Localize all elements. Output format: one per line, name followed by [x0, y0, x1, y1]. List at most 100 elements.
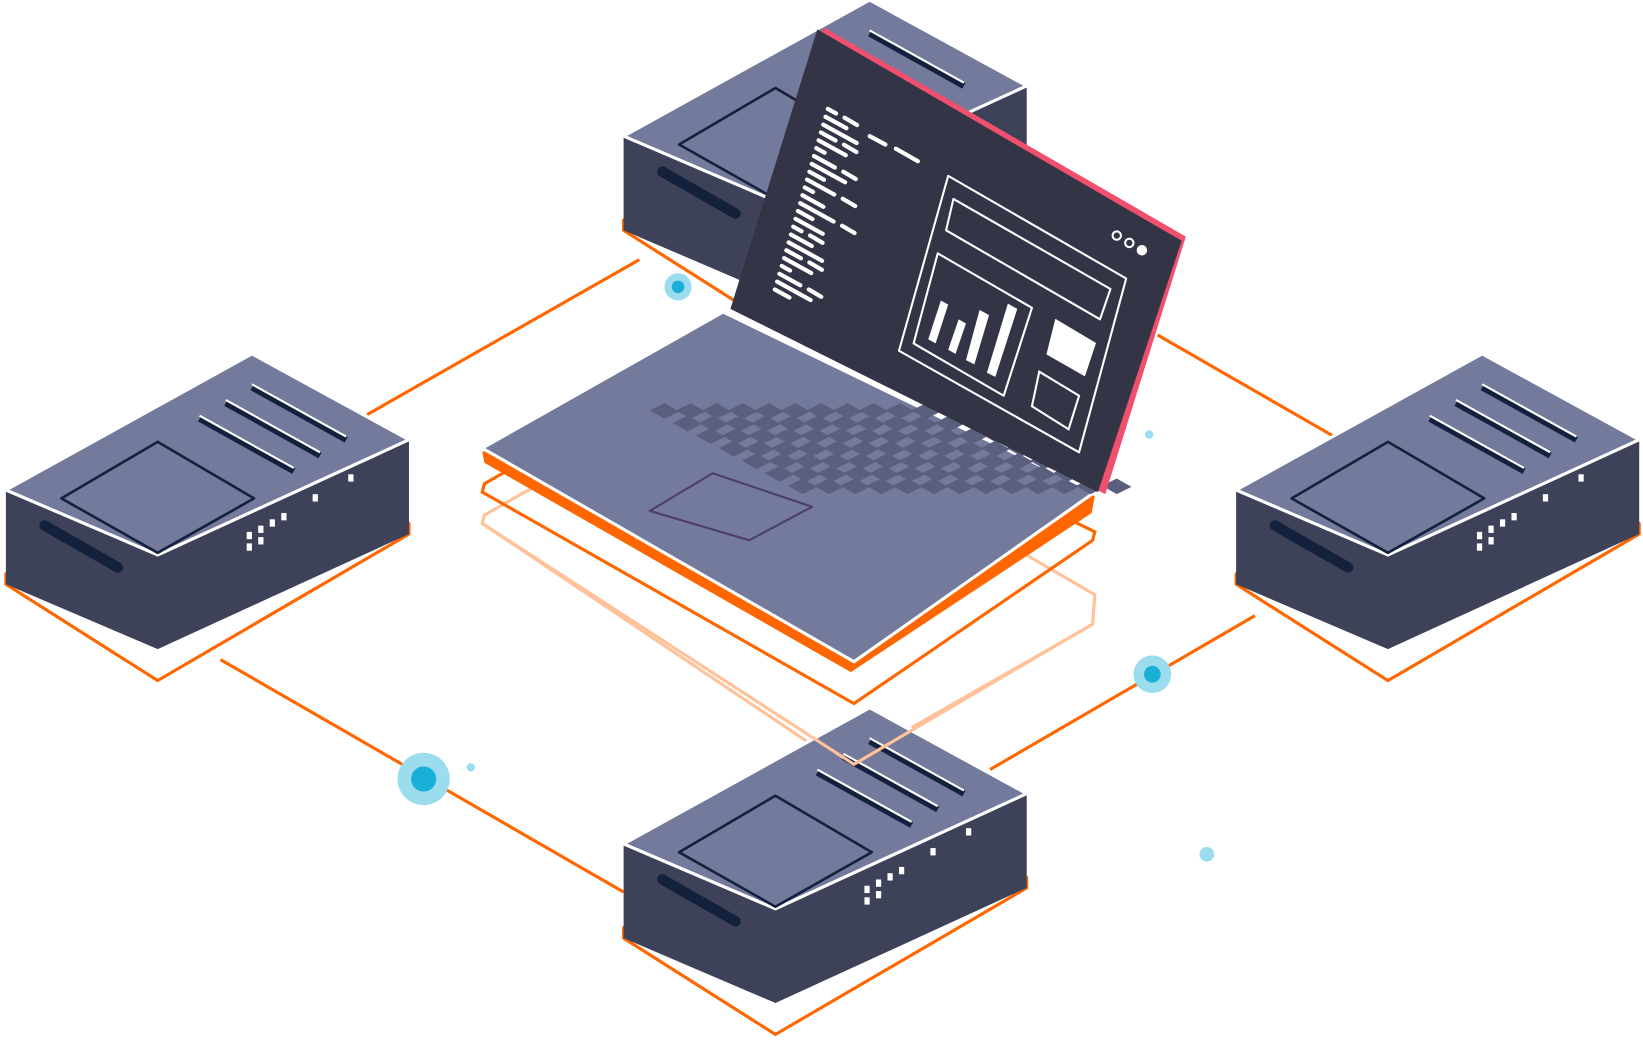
server-led: [281, 513, 287, 521]
code-line: [791, 224, 804, 234]
server-vent: [1428, 416, 1526, 474]
keyboard-key: [787, 478, 818, 495]
code-line: [814, 146, 827, 155]
server-vent: [841, 754, 940, 813]
keyboard-key: [728, 403, 758, 419]
server-vent: [224, 400, 322, 459]
keyboard-key: [725, 415, 755, 432]
keyboard-key: [922, 465, 952, 482]
node-dot-icon: [1199, 847, 1215, 862]
server-drive-slot: [1269, 520, 1354, 573]
server-led: [1578, 474, 1584, 482]
code-line: [840, 196, 858, 209]
code-line: [788, 232, 814, 249]
keyboard-key: [954, 440, 984, 457]
server-vent: [815, 769, 914, 828]
server-led: [930, 848, 936, 856]
server-led: [258, 537, 264, 545]
keyboard-key: [866, 478, 896, 495]
keyboard-key: [898, 453, 929, 470]
server-vent-highlight: [1455, 399, 1551, 454]
keyboard-key: [774, 428, 804, 444]
link-top-right: [1156, 333, 1334, 437]
code-line: [839, 223, 857, 236]
server-vent: [868, 738, 966, 797]
keyboard-key: [948, 465, 978, 482]
server-vent-highlight: [225, 399, 321, 454]
code-line: [800, 193, 826, 209]
keyboard-key: [826, 428, 857, 444]
code-line: [867, 134, 888, 147]
server-led: [1511, 513, 1517, 521]
code-line: [807, 233, 825, 245]
server-left: [4, 352, 411, 683]
server-drive-slot: [657, 166, 741, 219]
server-led: [348, 474, 354, 482]
keyboard-key: [699, 415, 729, 432]
keyboard-key: [797, 440, 827, 457]
keyboard-key: [718, 440, 749, 457]
link-bottom-right: [989, 614, 1256, 771]
server-led: [269, 519, 275, 527]
keyboard-key: [905, 428, 935, 444]
keyboard-key: [856, 415, 886, 432]
server-top-face: [622, 706, 1029, 911]
keyboard-key: [852, 428, 883, 444]
code-line: [811, 153, 837, 170]
keyboard-key: [1026, 465, 1057, 482]
keyboard-key: [741, 453, 772, 470]
code-line: [775, 279, 813, 303]
server-led: [246, 531, 252, 540]
server-led: [875, 890, 882, 899]
keyboard-key: [791, 465, 821, 482]
keyboard-key: [675, 403, 706, 419]
server-led: [887, 873, 893, 881]
server-vent-highlight: [816, 768, 913, 823]
server-vent-highlight: [199, 414, 295, 469]
server-led: [312, 494, 318, 502]
keyboard-key: [931, 428, 961, 444]
code-line: [795, 208, 815, 222]
code-line: [781, 255, 814, 276]
server-vent-highlight: [869, 29, 965, 84]
code-line: [893, 146, 920, 164]
keyboard-key: [672, 415, 703, 432]
keyboard-key: [794, 453, 824, 470]
keyboard-key: [833, 403, 863, 419]
code-line: [841, 169, 858, 182]
server-vent: [1480, 384, 1578, 443]
keyboard-key: [764, 465, 795, 482]
node-dot-icon: [411, 766, 437, 792]
code-line: [816, 138, 848, 158]
server-led: [965, 828, 972, 836]
keyboard-key: [722, 428, 752, 444]
code-line: [818, 130, 838, 143]
keyboard-key: [1102, 478, 1132, 495]
server-panel: [677, 794, 874, 909]
keyboard-key: [840, 478, 870, 495]
keyboard-key: [814, 478, 844, 495]
keyboard-key: [911, 403, 941, 419]
server-led: [246, 543, 252, 551]
node-dot-icon: [466, 763, 475, 772]
keyboard-key: [754, 403, 784, 419]
server-vent-highlight: [251, 383, 347, 438]
keyboard-key: [800, 428, 830, 444]
keyboard-key: [846, 453, 876, 470]
keyboard-key: [1003, 453, 1033, 470]
keyboard-key: [895, 465, 926, 482]
server-led: [864, 897, 870, 905]
keyboard-key: [908, 415, 938, 432]
server-led: [1476, 543, 1483, 551]
code-line: [804, 177, 837, 197]
keyboard-key: [803, 415, 834, 432]
code-line: [841, 142, 859, 155]
code-line: [807, 260, 825, 272]
server-vent-highlight: [1429, 414, 1525, 469]
keyboard-key: [875, 440, 906, 457]
server-led: [864, 885, 870, 894]
code-line: [777, 271, 803, 288]
server-led: [1488, 525, 1494, 533]
node-dot-icon: [1143, 665, 1161, 683]
server-vent-highlight: [1481, 383, 1577, 438]
